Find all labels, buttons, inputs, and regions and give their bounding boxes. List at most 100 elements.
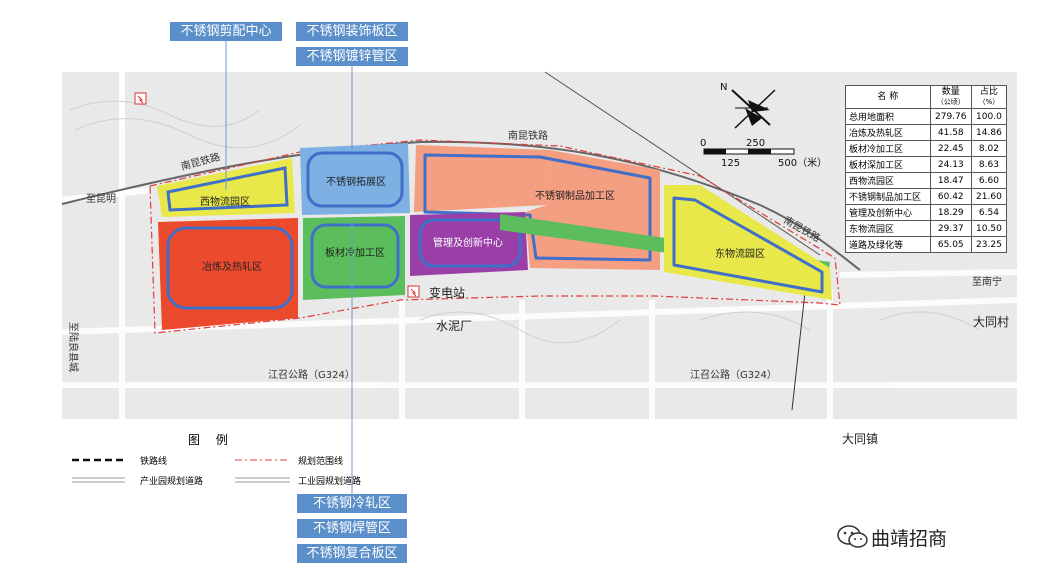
cell-qty: 24.13 — [929, 156, 972, 173]
cell-pct: 100.0 — [970, 108, 1008, 125]
substation-icon — [410, 288, 417, 297]
ring-road — [306, 151, 404, 208]
th-qty: 数量 （公顷） — [929, 85, 972, 109]
legend-park-road: 产业园规划道路 — [140, 477, 204, 487]
cell-pct: 14.86 — [970, 124, 1008, 141]
tag-composite-plate: 不锈钢复合板区 — [297, 544, 407, 563]
ring-road — [423, 153, 652, 262]
label-highway: 江召公路（G324） — [268, 368, 355, 381]
tag-galvanized-pipe: 不锈钢镀锌管区 — [296, 47, 408, 66]
substation-icon — [137, 95, 144, 104]
label-west-logistics: 西物流园区 — [200, 195, 250, 208]
cell-pct: 8.63 — [970, 156, 1008, 173]
legend-railway: 铁路线 — [140, 457, 168, 467]
cell-qty: 65.05 — [929, 236, 972, 253]
label-products: 不锈钢制品加工区 — [535, 189, 615, 202]
label-railway: 南昆铁路 — [508, 129, 548, 142]
cell-qty: 18.29 — [929, 204, 972, 221]
ring-road — [310, 223, 400, 289]
th-pct: 占比 （%） — [970, 85, 1008, 109]
cell-pct: 8.02 — [970, 140, 1008, 157]
tag-shearing-center: 不锈钢剪配中心 — [170, 22, 282, 41]
cell-qty: 279.76 — [929, 108, 972, 125]
cell-pct: 6.60 — [970, 172, 1008, 189]
cell-pct: 10.50 — [970, 220, 1008, 237]
cell-pct: 6.54 — [970, 204, 1008, 221]
cell-name: 冶炼及热轧区 — [845, 124, 931, 141]
cell-qty: 18.47 — [929, 172, 972, 189]
cell-pct: 23.25 — [970, 236, 1008, 253]
legend-boundary: 规划范围线 — [298, 457, 344, 467]
th-qty-unit: （公顷） — [936, 98, 965, 106]
th-pct-label: 占比 — [979, 87, 998, 97]
tag-decorative-plate: 不锈钢装饰板区 — [296, 22, 408, 41]
label-management: 管理及创新中心 — [433, 236, 503, 249]
label-cement-plant: 水泥厂 — [436, 319, 472, 333]
scale-500: 500（米） — [778, 156, 827, 169]
th-pct-unit: （%） — [978, 98, 1000, 106]
background-streets — [61, 72, 1018, 419]
compass-north: N — [720, 82, 727, 93]
zone-expansion — [300, 143, 410, 215]
cell-name: 东物流园区 — [845, 220, 931, 237]
tag-welded-pipe: 不锈钢焊管区 — [297, 519, 407, 538]
label-cold-plate: 板材冷加工区 — [325, 246, 385, 259]
tag-cold-rolling: 不锈钢冷轧区 — [297, 494, 407, 513]
scale-250: 250 — [746, 138, 765, 149]
zone-smelting — [158, 218, 298, 330]
cell-pct: 21.60 — [970, 188, 1008, 205]
label-to-kunming: 至昆明 — [86, 193, 116, 205]
label-to-luliang: 至陆良县城 — [67, 322, 80, 372]
wechat-icon — [837, 525, 868, 548]
zone-products-west — [414, 145, 550, 212]
label-substation: 变电站 — [429, 285, 465, 300]
label-datong-town: 大同镇 — [842, 432, 878, 446]
th-qty-label: 数量 — [941, 87, 960, 97]
cell-name: 板材冷加工区 — [845, 140, 931, 157]
label-expansion: 不锈钢拓展区 — [326, 175, 386, 188]
ring-road — [672, 196, 824, 294]
ring-road — [166, 166, 289, 212]
scale-bar: 0 250 125 500（米） — [700, 138, 827, 169]
zone-cold-plate — [303, 216, 405, 300]
scale-125: 125 — [721, 158, 740, 169]
label-highway: 江召公路（G324） — [690, 368, 777, 381]
label-datong-village: 大同村 — [973, 315, 1009, 329]
compass-icon: N — [720, 82, 776, 129]
ring-road — [418, 218, 522, 268]
cell-name: 总用地面积 — [845, 108, 931, 125]
rail-spur — [544, 71, 821, 256]
cell-qty: 41.58 — [929, 124, 972, 141]
cell-name: 管理及创新中心 — [845, 204, 931, 221]
zone-management — [410, 212, 528, 276]
label-east-logistics: 东物流园区 — [715, 247, 765, 260]
terrain-lines — [69, 100, 981, 344]
cell-name: 道路及绿化等 — [845, 236, 931, 253]
cell-qty: 60.42 — [929, 188, 972, 205]
cell-name: 不锈钢制品加工区 — [845, 188, 931, 205]
cell-name: 西物流园区 — [845, 172, 931, 189]
scale-0: 0 — [700, 138, 706, 149]
cell-name: 板材深加工区 — [845, 156, 931, 173]
watermark-text: 曲靖招商 — [871, 528, 948, 550]
cell-qty: 29.37 — [929, 220, 972, 237]
legend-industrial-road: 工业园规划道路 — [298, 477, 362, 487]
ring-road — [166, 226, 294, 310]
label-to-nanning: 至南宁 — [972, 275, 1002, 288]
cell-qty: 22.45 — [929, 140, 972, 157]
legend-title: 图 例 — [188, 433, 234, 447]
zone-east-logistics — [664, 185, 832, 300]
